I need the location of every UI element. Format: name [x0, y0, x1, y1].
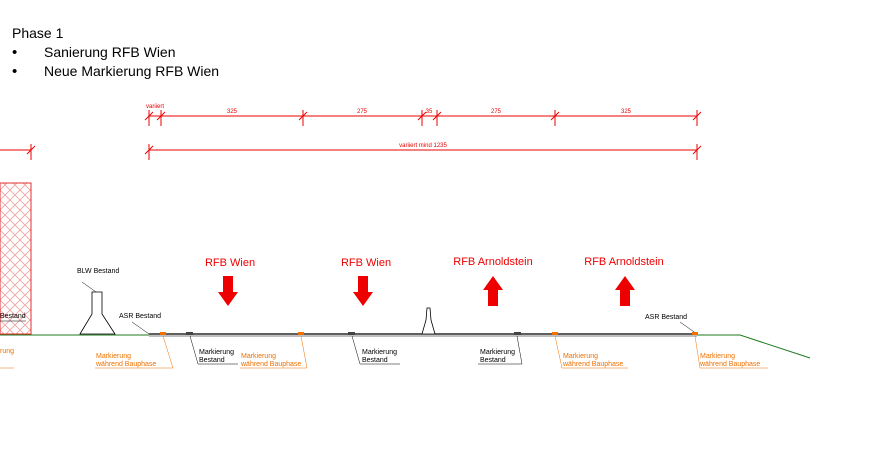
label-asr-bestand-right: ASR Bestand [645, 314, 687, 321]
dimension-label-325-left: 325 [227, 109, 238, 115]
lane-label-rfb-arnoldstein-1: RFB Arnoldstein [453, 256, 532, 268]
dimension-label-35: 35 [426, 109, 433, 115]
arrow-down-icon [218, 276, 238, 306]
left-hatched-structure [0, 182, 32, 335]
label-blw-bestand: BLW Bestand [77, 268, 119, 275]
dimension-total-line [144, 144, 702, 160]
lane-label-rfb-wien-2: RFB Wien [341, 257, 391, 269]
marking-existing-2-line2: Bestand [362, 357, 388, 364]
marking-construction-4-line1: Markierung [700, 353, 735, 360]
phase-title: Phase 1 [12, 25, 64, 41]
dimension-label-275-left: 275 [357, 109, 368, 115]
marking-existing-1-line1: Markierung [199, 349, 234, 356]
dimension-label-275-right: 275 [491, 109, 502, 115]
bullet-item-markierung: Neue Markierung RFB Wien [12, 62, 219, 81]
dimension-label-325-right: 325 [621, 109, 632, 115]
marking-construction-1-line2: während Bauphase [95, 361, 156, 368]
existing-marking-leaders [189, 335, 523, 365]
construction-marking-leaders [0, 335, 768, 369]
label-markierung-fragment: rung [0, 348, 14, 355]
phase-bullet-list: Sanierung RFB Wien Neue Markierung RFB W… [12, 43, 219, 81]
arrow-up-icon [615, 276, 635, 306]
label-asr-bestand-left: ASR Bestand [119, 313, 161, 320]
lane-label-rfb-wien-1: RFB Wien [205, 257, 255, 269]
marking-construction-2-line1: Markierung [241, 353, 276, 360]
marking-existing-3-line2: Bestand [480, 357, 506, 364]
marking-existing-2-line1: Markierung [362, 349, 397, 356]
phase-header: Phase 1 Sanierung RFB Wien Neue Markieru… [12, 24, 219, 81]
dimension-label-variiert: variiert [146, 104, 164, 110]
blw-barrier [79, 281, 116, 335]
marking-construction-4-line2: während Bauphase [699, 361, 760, 368]
marking-existing-3-line1: Markierung [480, 349, 515, 356]
arrow-up-icon [483, 276, 503, 306]
left-dimension-line [0, 144, 36, 160]
lane-label-rfb-arnoldstein-2: RFB Arnoldstein [584, 256, 663, 268]
arrow-down-icon [353, 276, 373, 306]
median-divider [421, 307, 436, 335]
marking-existing-1-line2: Bestand [199, 357, 225, 364]
ground-line [0, 334, 811, 359]
dimension-label-total: variiert mind 1235 [399, 143, 447, 149]
label-bestand-fragment: Bestand [0, 313, 26, 320]
marking-construction-3-line2: während Bauphase [562, 361, 623, 368]
marking-construction-2-line2: während Bauphase [240, 361, 301, 368]
marking-construction-1-line1: Markierung [96, 353, 131, 360]
construction-markings [160, 332, 698, 335]
dimension-chain-segments [144, 110, 702, 126]
existing-markings [186, 332, 521, 335]
marking-construction-3-line1: Markierung [563, 353, 598, 360]
bullet-item-sanierung: Sanierung RFB Wien [12, 43, 219, 62]
